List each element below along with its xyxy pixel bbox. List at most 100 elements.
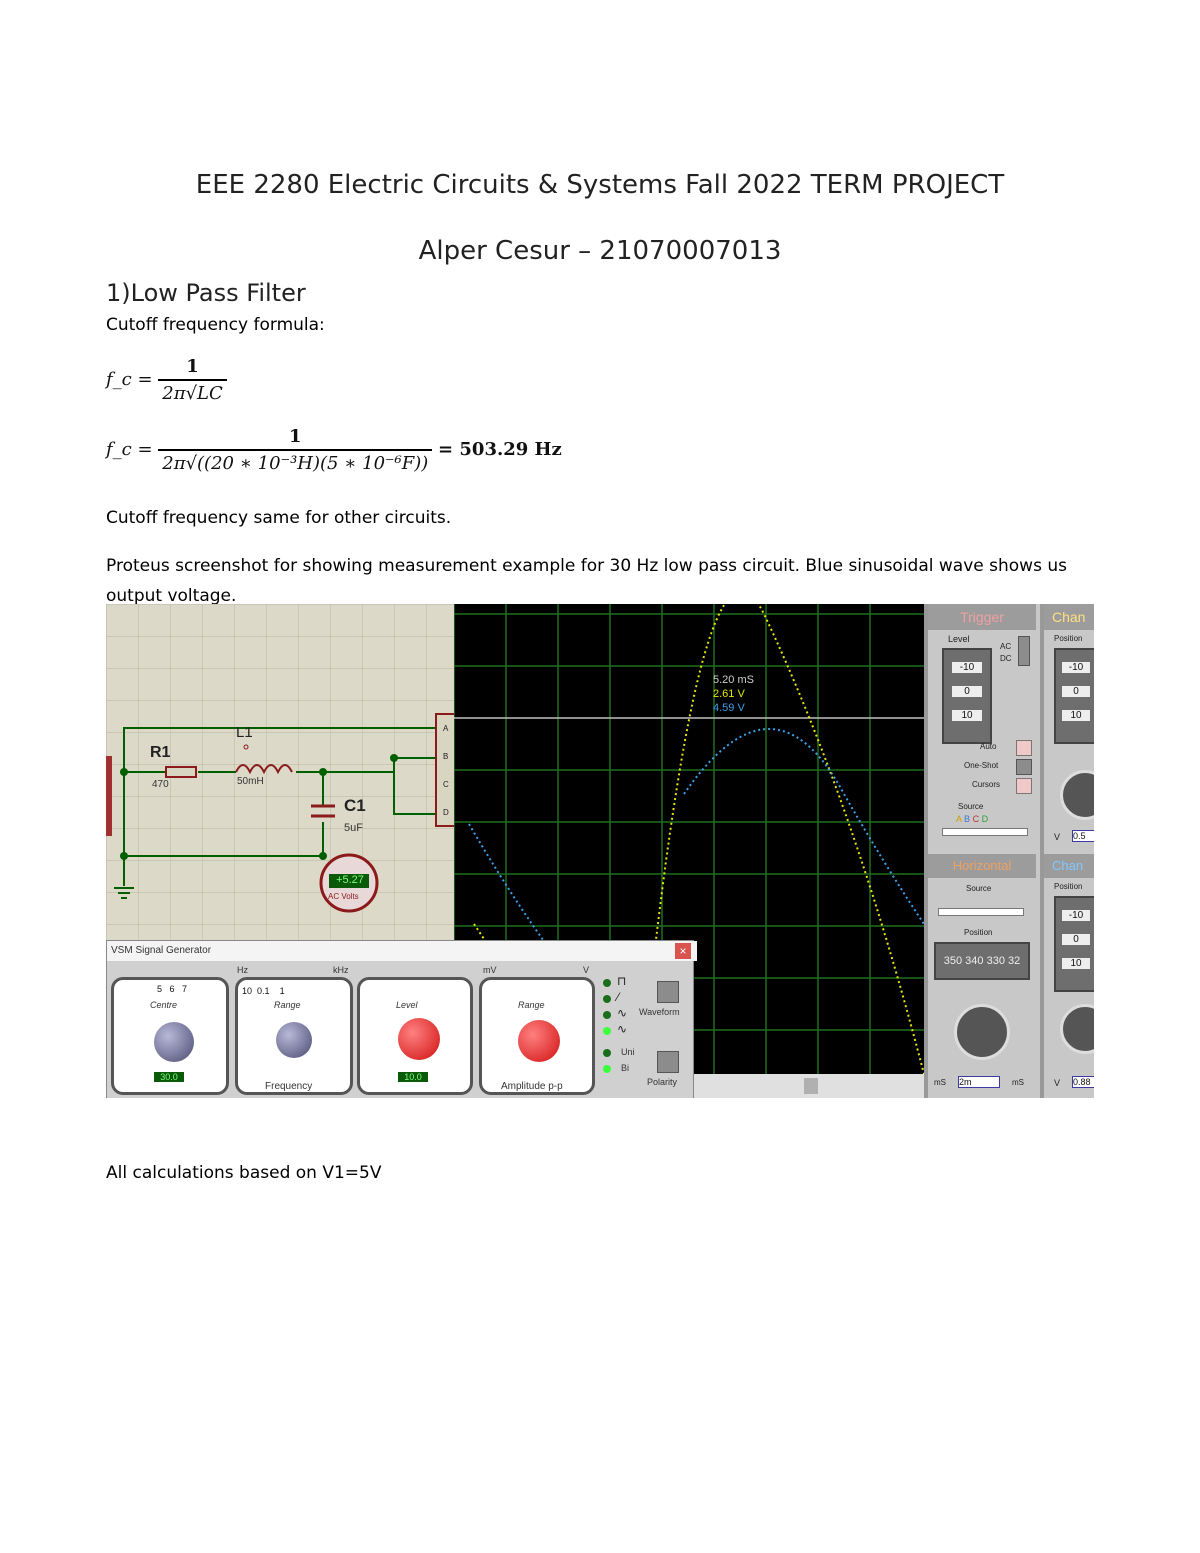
trigger-source-b[interactable]: B [964, 814, 971, 824]
gen-mv-label: mV [483, 965, 497, 975]
schematic [106, 604, 456, 944]
waveform-sine-led[interactable] [603, 1027, 611, 1035]
channel-b-dial-pos: 10 [1062, 958, 1090, 969]
waveform-saw-led[interactable] [603, 995, 611, 1003]
signal-generator-window: VSM Signal Generator × Hz kHz 5 6 7 Cent… [106, 940, 697, 1098]
trigger-source-c[interactable]: C [972, 814, 980, 824]
trigger-source-d[interactable]: D [981, 814, 989, 824]
freq-range-ticks: 10 0.1 1 [242, 986, 285, 996]
author-line: Alper Cesur – 21070007013 [418, 236, 782, 266]
l1-label: L1 [236, 724, 253, 741]
formula-label: Cutoff frequency formula: [106, 315, 325, 335]
r1-label: R1 [150, 744, 171, 761]
horizontal-panel: Horizontal Source Position 350 340 330 3… [924, 854, 1040, 1098]
polarity-bi-label: Bi [621, 1063, 630, 1073]
trigger-panel: Trigger Level -10 0 10 AC DC Auto One-Sh… [924, 604, 1040, 854]
channel-b-dial-zero: 0 [1062, 934, 1090, 945]
r1-value: 470 [152, 779, 169, 790]
eq1-lhs: f_c = [106, 369, 153, 390]
channel-b-value[interactable]: 0.88 [1072, 1076, 1094, 1088]
channel-a-volts-knob[interactable] [1060, 770, 1094, 820]
screenshot-caption: Proteus screenshot for showing measureme… [106, 556, 1067, 606]
equation-2: f_c = 1 2π√((20 ∗ 10⁻³H)(5 ∗ 10⁻⁶F)) = 5… [106, 426, 562, 474]
frequency-range-knob[interactable] [276, 1022, 312, 1058]
centre-knob[interactable] [154, 1022, 194, 1062]
eq2-lhs: f_c = [106, 439, 153, 460]
horizontal-time-knob[interactable] [954, 1004, 1010, 1060]
trigger-cursors-label: Cursors [972, 780, 1001, 789]
trigger-coupling-switch[interactable] [1018, 636, 1030, 666]
channel-b-panel: Chan Position -10 0 10 V 0.88 [1040, 854, 1094, 1098]
centre-dial-ticks-top: 5 6 7 [156, 984, 188, 994]
gen-hz-label: Hz [237, 965, 248, 975]
channel-b-volts-knob[interactable] [1060, 1004, 1094, 1054]
trigger-oneshot-button[interactable] [1016, 759, 1032, 775]
centre-dial: 5 6 7 Centre 30.0 [111, 977, 229, 1095]
c1-label: C1 [344, 796, 366, 815]
channel-a-title: Chan [1044, 604, 1094, 630]
scope-readout-a: 2.61 V [713, 688, 745, 700]
trigger-auto-button[interactable] [1016, 740, 1032, 756]
horizontal-source-slider[interactable] [938, 908, 1024, 916]
polarity-uni-led[interactable] [603, 1049, 611, 1057]
scope-readout-time: 5.20 mS [713, 674, 754, 686]
trigger-level-dial[interactable]: -10 0 10 [942, 648, 992, 744]
polarity-button[interactable] [657, 1051, 679, 1073]
channel-a-panel: Chan Position -10 0 10 V 0.5 [1040, 604, 1094, 854]
waveform-button[interactable] [657, 981, 679, 1003]
level-knob[interactable] [398, 1018, 440, 1060]
trigger-cursors-button[interactable] [1016, 778, 1032, 794]
amplitude-range-dial: Range [479, 977, 595, 1095]
channel-b-title: Chan [1044, 854, 1094, 878]
eq2-numerator: 1 [289, 426, 302, 447]
trigger-source-slider[interactable] [942, 828, 1028, 836]
amplitude-range-knob[interactable] [518, 1020, 560, 1062]
trigger-ac-label: AC [1000, 642, 1012, 651]
meter-readout: +5.27 [336, 874, 364, 886]
channel-a-value[interactable]: 0.5 [1072, 830, 1094, 842]
horizontal-unit-right: mS [1012, 1078, 1024, 1087]
level-dial: Level 10.0 [357, 977, 473, 1095]
generator-title: VSM Signal Generator [111, 945, 212, 956]
horizontal-value[interactable]: 2m [958, 1076, 1000, 1088]
amplitude-label: Amplitude p-p [501, 1081, 563, 1092]
waveform-triangle-led[interactable] [603, 1011, 611, 1019]
trigger-dial-pos: 10 [952, 710, 982, 721]
trigger-sources[interactable]: A B C D [956, 814, 988, 824]
scope-port-c: C [443, 780, 449, 789]
channel-b-dial[interactable]: -10 0 10 [1054, 896, 1094, 992]
polarity-label: Polarity [647, 1077, 678, 1087]
amplitude-range-label: Range [518, 1000, 545, 1010]
scope-port-b: B [443, 752, 449, 761]
scope-port-a: A [443, 724, 449, 733]
eq1-denominator: 2π√LC [158, 379, 227, 404]
horizontal-position-drum[interactable]: 350 340 330 32 [934, 942, 1030, 980]
polarity-bi-led[interactable] [603, 1065, 611, 1073]
channel-b-unit: V [1054, 1078, 1061, 1088]
gen-v-label: V [583, 965, 590, 975]
level-value: 10.0 [398, 1072, 428, 1082]
trigger-dc-label: DC [1000, 654, 1012, 663]
document-title: EEE 2280 Electric Circuits & Systems Fal… [195, 170, 1005, 200]
eq1-numerator: 1 [186, 356, 199, 377]
waveform-icons: ⊓⁄∿∿ [617, 974, 628, 1036]
trigger-auto-label: Auto [980, 742, 997, 751]
scope-port-d: D [443, 808, 449, 817]
channel-a-unit: V [1054, 832, 1061, 842]
channel-a-dial[interactable]: -10 0 10 [1054, 648, 1094, 744]
close-icon[interactable]: × [675, 943, 691, 959]
horizontal-title: Horizontal [928, 854, 1036, 878]
channel-a-dial-zero: 0 [1062, 686, 1090, 697]
horizontal-position-label: Position [964, 928, 993, 937]
level-label: Level [396, 1000, 418, 1010]
trigger-oneshot-label: One-Shot [964, 761, 999, 770]
trigger-source-a[interactable]: A [956, 814, 962, 824]
frequency-label: Frequency [265, 1081, 313, 1092]
eq2-result: = 503.29 Hz [438, 439, 562, 460]
waveform-square-led[interactable] [603, 979, 611, 987]
gen-khz-label: kHz [333, 965, 349, 975]
trigger-level-label: Level [948, 634, 970, 644]
channel-a-position-label: Position [1054, 634, 1083, 643]
horizontal-unit-left: mS [934, 1078, 946, 1087]
centre-label: Centre [150, 1000, 178, 1010]
